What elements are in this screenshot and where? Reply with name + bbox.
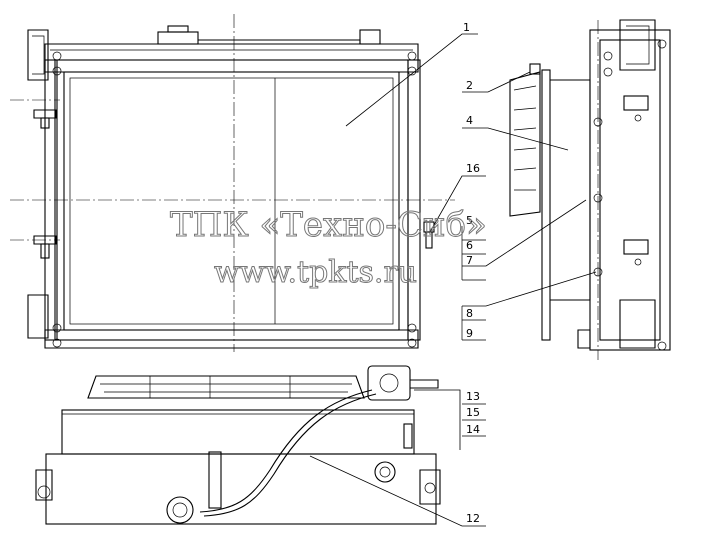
watermark-url: www.tpkts.ru: [214, 255, 417, 290]
callout-6: 6: [466, 239, 473, 252]
leader-lines: [309, 33, 597, 527]
front-view: [10, 14, 455, 352]
callout-8: 8: [466, 307, 473, 320]
callout-4: 4: [466, 114, 473, 127]
watermark-company: ТПК «Техно-Сиб»: [170, 205, 487, 245]
callout-16: 16: [466, 162, 480, 175]
callout-7: 7: [466, 254, 473, 267]
callout-1: 1: [463, 21, 470, 34]
top-view: [35, 365, 441, 525]
callout-15: 15: [466, 406, 480, 419]
callout-12: 12: [466, 512, 480, 525]
side-view: [509, 19, 671, 360]
callout-5: 5: [466, 214, 473, 227]
callout-2: 2: [466, 79, 473, 92]
callout-9: 9: [466, 327, 473, 340]
callout-13: 13: [466, 390, 480, 403]
callout-14: 14: [466, 423, 480, 436]
